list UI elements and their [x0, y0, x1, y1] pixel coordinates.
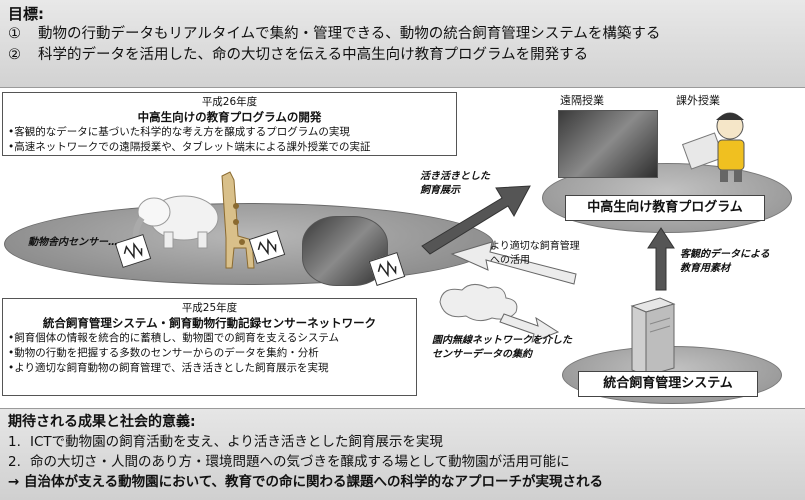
panel-fy2013: 平成25年度 統合飼育管理システム・飼育動物行動記録センサーネットワーク •飼育…: [2, 298, 417, 396]
panel-fy2013-year: 平成25年度: [181, 302, 238, 314]
edu-program-label: 中高生向け教育プログラム: [565, 195, 765, 221]
remote-class-label: 遠隔授業: [560, 94, 604, 107]
sensor-icon-1: [114, 234, 152, 268]
wireless-label-1: 園内無線ネットワークを介した: [432, 335, 572, 346]
lively-exhibit-label-1: 活き活きとした: [420, 171, 490, 182]
outcome-item-2-text: 命の大切さ・人間のあり方・環境問題への気づきを醸成する場として動物園が活用可能に: [30, 454, 570, 470]
arrow-to-education-icon: [421, 185, 531, 255]
goal-item-1: ① 動物の行動データもリアルタイムで集約・管理できる、動物の統合飼育管理システムを…: [8, 24, 797, 45]
field-class-label: 課外授業: [676, 94, 720, 107]
outcome-conclusion: → 自治体が支える動物園において、教育での命に関わる課題への科学的なアプローチが…: [8, 474, 604, 490]
objective-data-label-2: 教育用素材: [680, 263, 730, 274]
objective-data-label-1: 客観的データによる: [680, 249, 770, 260]
panel-fy2014: 平成26年度 中高生向けの教育プログラムの開発 •客観的なデータに基づいた科学的…: [2, 92, 457, 156]
goal-item-2-text: 科学的データを活用した、命の大切さを伝える中高生向け教育プログラムを開発する: [38, 47, 589, 63]
panel-fy2013-line-2: •動物の行動を把握する多数のセンサーからのデータを集約・分析: [8, 347, 319, 359]
panel-fy2013-title: 統合飼育管理システム・飼育動物行動記録センサーネットワーク: [42, 316, 377, 330]
outcomes-title: 期待される成果と社会的意義:: [8, 414, 196, 430]
better-mgmt-label-2: への活用: [490, 255, 530, 266]
mgmt-system-label: 統合飼育管理システム: [578, 371, 758, 397]
outcomes-panel: 期待される成果と社会的意義: 1. ICTで動物園の飼育活動を支え、より活き活きと…: [0, 408, 805, 500]
sensor-icon-2: [248, 230, 286, 264]
outcome-item-2: 2. 命の大切さ・人間のあり方・環境問題への気づきを醸成する場として動物園が活用可…: [8, 452, 797, 472]
panel-fy2013-line-3: •より適切な飼育動物の飼育管理で、活き活きとした飼育展示を実現: [8, 362, 329, 374]
goals-panel: 目標: ① 動物の行動データもリアルタイムで集約・管理できる、動物の統合飼育管理シ…: [0, 0, 805, 88]
diagram-area: 動物舎内センサー… 平成26年度 中高生向けの教育プログラムの開発 •客観的なデ…: [0, 88, 805, 408]
goal-item-1-num: ①: [8, 26, 21, 42]
panel-fy2014-year: 平成26年度: [201, 96, 258, 108]
server-icon: [630, 297, 676, 377]
goal-item-1-text: 動物の行動データもリアルタイムで集約・管理できる、動物の統合飼育管理システムを構…: [38, 26, 661, 42]
better-mgmt-label-1: より適切な飼育管理: [490, 241, 580, 252]
student-with-tablet-icon: [681, 112, 745, 182]
outcome-item-2-num: 2.: [8, 454, 21, 470]
goal-item-2: ② 科学的データを活用した、命の大切さを伝える中高生向け教育プログラムを開発する: [8, 45, 797, 66]
remote-class-photo: [558, 110, 658, 178]
goals-title: 目標:: [8, 5, 44, 23]
outcome-item-1-text: ICTで動物園の飼育活動を支え、より活き活きとした飼育展示を実現: [30, 434, 443, 450]
panel-fy2014-title: 中高生向けの教育プログラムの開発: [137, 110, 322, 124]
panel-fy2013-line-1: •飼育個体の情報を統合的に蓄積し、動物園での飼育を支えるシステム: [8, 332, 340, 344]
sensor-icon-3: [368, 252, 406, 286]
panel-fy2014-line-1: •客観的なデータに基づいた科学的な考え方を醸成するプログラムの実現: [8, 126, 350, 138]
sensor-in-building-label: 動物舎内センサー…: [28, 237, 118, 248]
arrow-up-to-education-icon: [647, 227, 675, 291]
lively-exhibit-label-2: 飼育展示: [420, 185, 460, 196]
panel-fy2014-line-2: •高速ネットワークでの遠隔授業や、タブレット端末による課外授業での実証: [8, 141, 371, 153]
outcome-item-1-num: 1.: [8, 434, 21, 450]
wireless-label-2: センサーデータの集約: [432, 349, 532, 360]
giraffe-icon: [221, 171, 255, 269]
goal-item-2-num: ②: [8, 47, 21, 63]
wireless-network-arrow-icon: [439, 284, 560, 343]
outcome-item-1: 1. ICTで動物園の飼育活動を支え、より活き活きとした飼育展示を実現: [8, 432, 797, 452]
elephant-icon: [132, 195, 219, 249]
arrow-to-zoo-icon: [450, 241, 577, 285]
